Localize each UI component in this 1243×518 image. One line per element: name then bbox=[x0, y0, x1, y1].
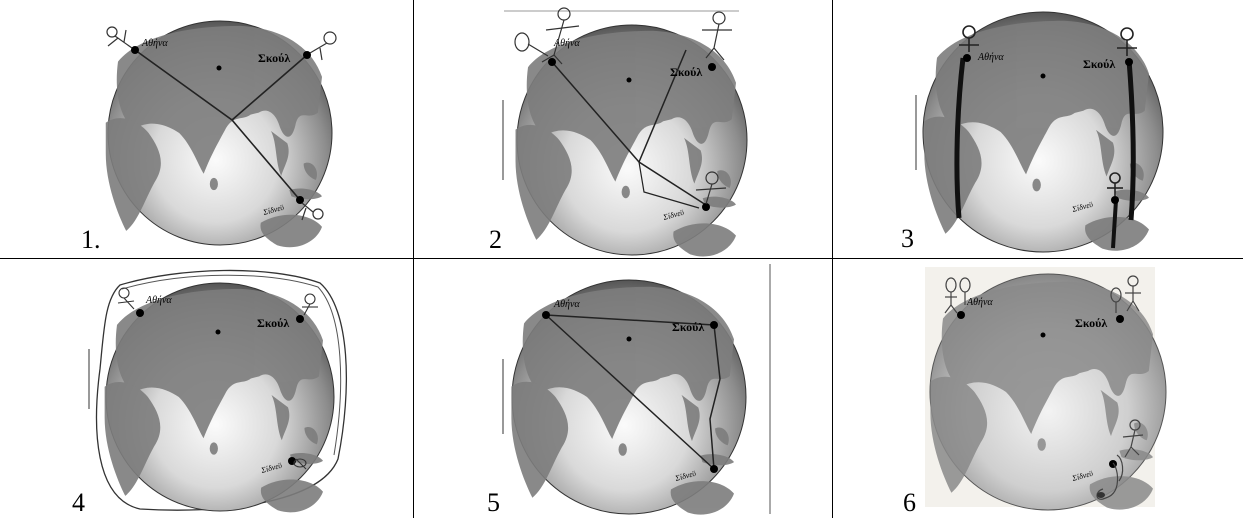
athens-label: Αθήνα bbox=[966, 297, 993, 308]
globe-drawing: Αθήνα Σκούλ Σίδνεϋ bbox=[833, 259, 1243, 518]
skoul-label: Σκούλ bbox=[672, 320, 704, 334]
panel-number: 2 bbox=[489, 227, 502, 253]
divider bbox=[413, 0, 414, 518]
globe-drawing: Αθήνα Σκούλ Σίδνεϋ bbox=[0, 0, 413, 258]
panel-2: Αθήνα Σκούλ Σίδνεϋ 2 bbox=[414, 0, 832, 258]
globe-drawing: Αθήνα Σκούλ Σίδνεϋ bbox=[414, 259, 832, 518]
panel-number: 1. bbox=[81, 227, 101, 253]
skoul-label: Σκούλ bbox=[257, 316, 289, 330]
skoul-label: Σκούλ bbox=[1083, 57, 1115, 71]
athens-label: Αθήνα bbox=[145, 295, 172, 306]
sydney-marker bbox=[296, 196, 304, 204]
panel-number: 5 bbox=[487, 490, 500, 516]
athens-label: Αθήνα bbox=[141, 38, 168, 49]
panel-number: 3 bbox=[901, 226, 914, 252]
panel-5: Αθήνα Σκούλ Σίδνεϋ 5 bbox=[414, 259, 832, 518]
athens-marker bbox=[131, 46, 139, 54]
globe-drawing: Αθήνα Σκούλ Σίδνεϋ bbox=[414, 0, 832, 258]
panel-3: Αθήνα Σκούλ Σίδνεϋ 3 bbox=[833, 0, 1243, 258]
globe-drawing: Αθήνα Σκούλ Σίδνεϋ bbox=[0, 259, 413, 518]
athens-label: Αθήνα bbox=[553, 299, 580, 310]
panel-1: Αθήνα Σκούλ Σίδνεϋ 1. bbox=[0, 0, 413, 258]
skoul-label: Σκούλ bbox=[258, 51, 290, 65]
globe-drawing: Αθήνα Σκούλ Σίδνεϋ bbox=[833, 0, 1243, 258]
divider bbox=[0, 258, 1243, 259]
athens-label: Αθήνα bbox=[977, 52, 1004, 63]
skoul-marker bbox=[303, 51, 311, 59]
panel-number: 6 bbox=[903, 490, 916, 516]
skoul-label: Σκούλ bbox=[1075, 316, 1107, 330]
divider bbox=[832, 0, 833, 518]
panel-6: Αθήνα Σκούλ Σίδνεϋ 6 bbox=[833, 259, 1243, 518]
panel-4: Αθήνα Σκούλ Σίδνεϋ 4 bbox=[0, 259, 413, 518]
skoul-label: Σκούλ bbox=[670, 65, 702, 79]
panel-number: 4 bbox=[72, 490, 85, 516]
